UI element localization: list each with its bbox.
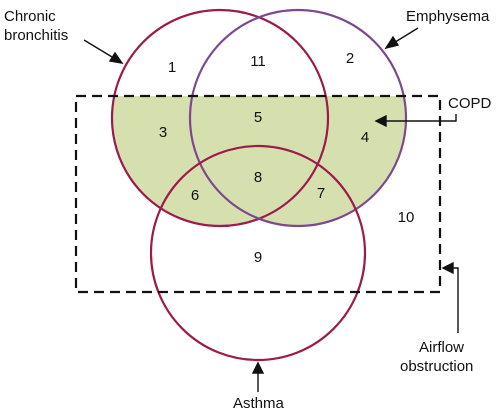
airflow-obstruction-box <box>74 94 442 294</box>
chronic-bronchitis-label-line2: bronchitis <box>4 27 68 44</box>
region-6: 6 <box>191 187 199 204</box>
asthma-circle <box>149 144 367 362</box>
airflow-obstruction-arrowhead <box>441 261 454 275</box>
region-9: 9 <box>254 249 262 266</box>
region-3: 3 <box>159 124 167 141</box>
region-5: 5 <box>254 109 262 126</box>
chronic-bronchitis-circle <box>110 8 330 228</box>
region-11: 11 <box>250 53 266 70</box>
region-2: 2 <box>346 50 354 67</box>
airflow-obstruction-arrow <box>452 267 459 333</box>
asthma-arrowhead <box>251 361 265 374</box>
copd-shaded-area <box>112 96 406 226</box>
chronic-bronchitis-arrow <box>83 39 118 61</box>
emphysema-circle <box>188 8 408 228</box>
region-1: 1 <box>168 59 176 76</box>
arrows <box>83 27 459 392</box>
region-8: 8 <box>254 169 262 186</box>
asthma-label: Asthma <box>233 395 285 412</box>
airflow-obstruction-label: Airflow <box>419 339 464 356</box>
emphysema-arrowhead <box>384 35 400 50</box>
copd-arrowhead <box>374 114 387 128</box>
chronic-bronchitis-label: Chronic <box>4 8 56 25</box>
emphysema-label: Emphysema <box>406 8 490 25</box>
region-7: 7 <box>317 185 325 202</box>
chronic-bronchitis-arrowhead <box>108 51 124 64</box>
region-10: 10 <box>398 209 415 226</box>
copd-label: COPD <box>448 95 492 112</box>
copd-arrow <box>384 114 457 122</box>
airflow-obstruction-label-line2: obstruction <box>400 358 473 375</box>
region-4: 4 <box>361 129 369 146</box>
